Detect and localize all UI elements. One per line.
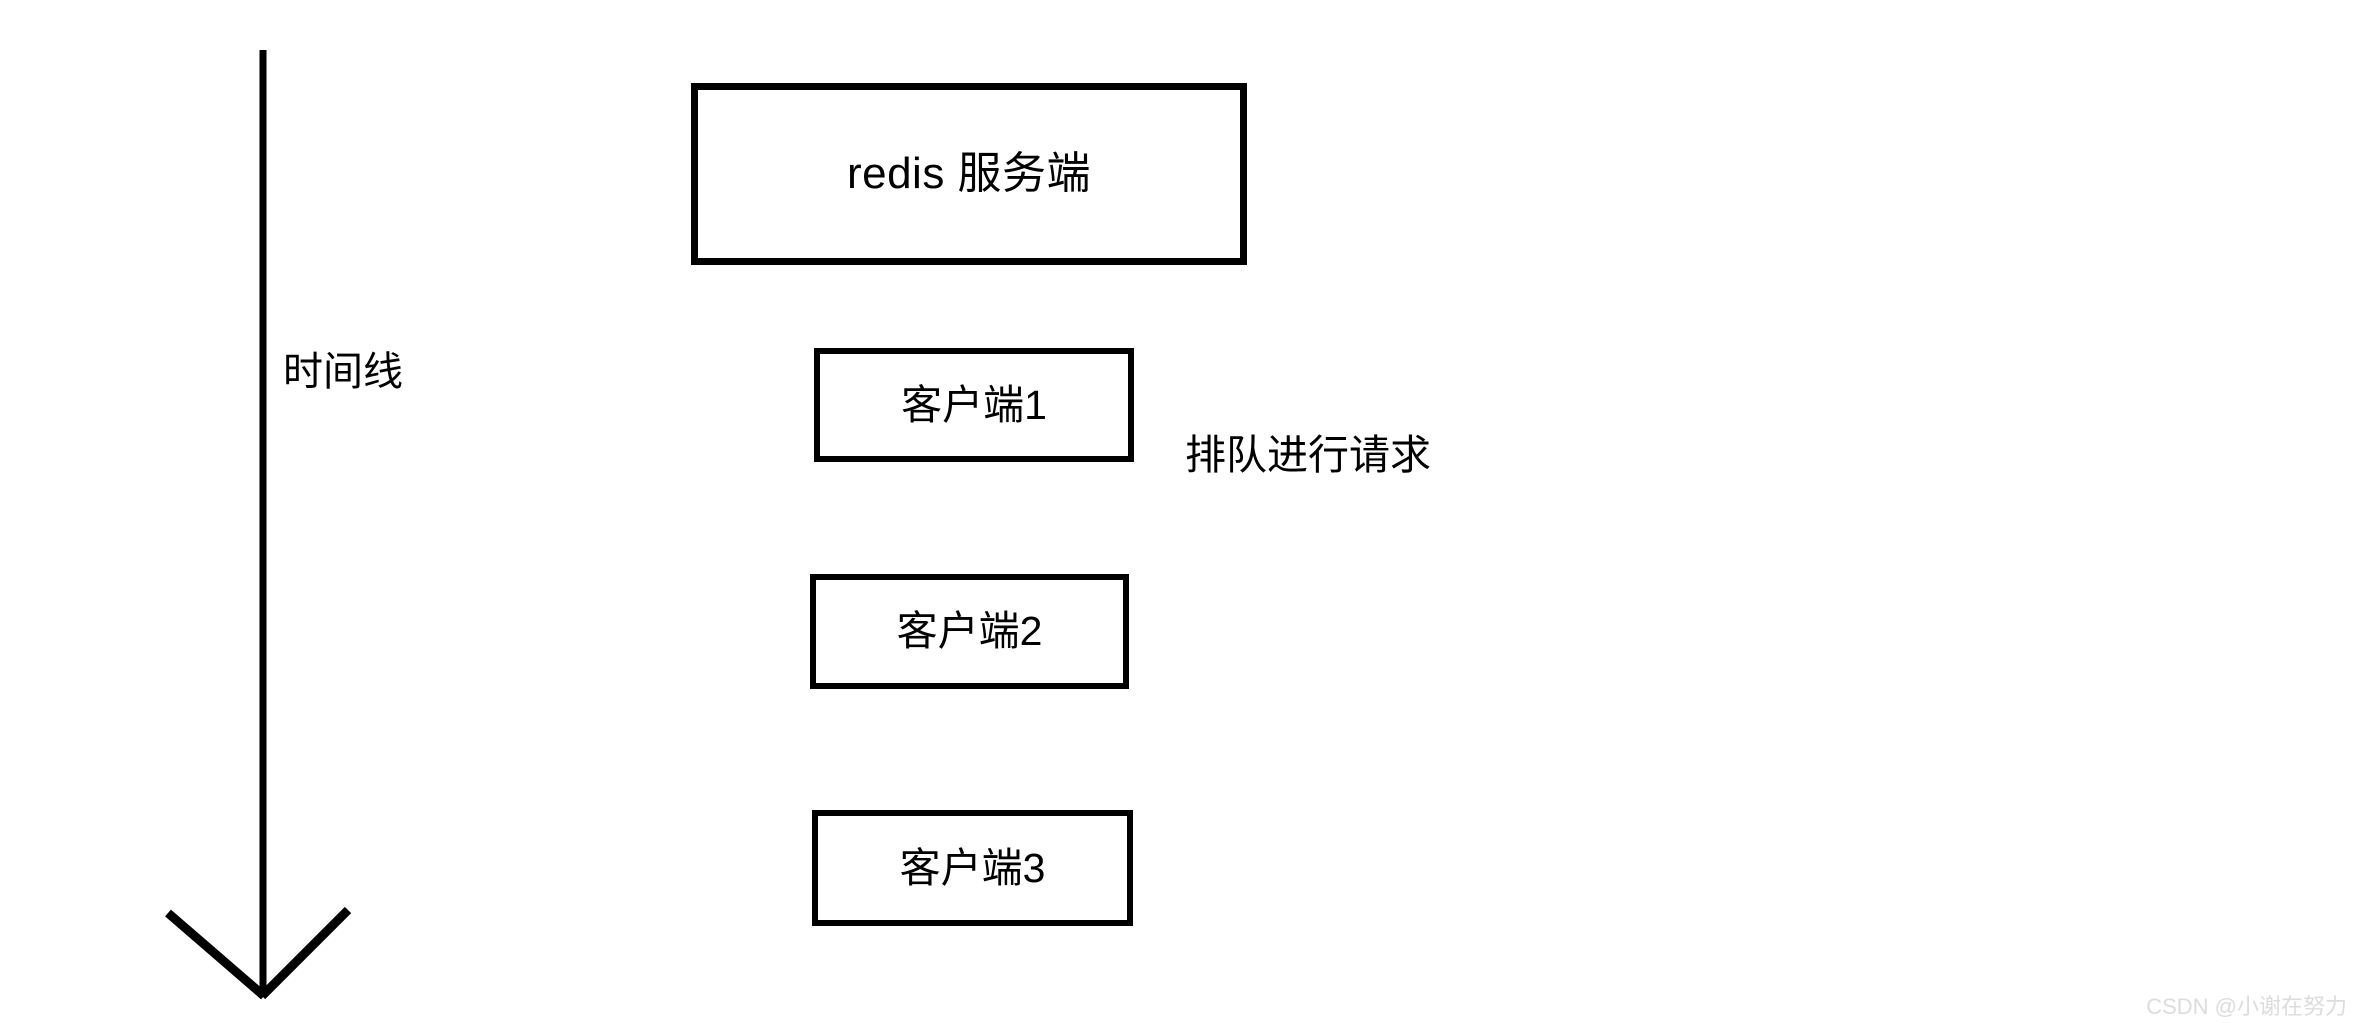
- timeline-group: 时间线: [0, 0, 520, 1026]
- timeline-arrow-icon: [165, 50, 352, 1000]
- node-client-1-label: 客户端1: [901, 381, 1047, 428]
- node-client-3-label: 客户端3: [899, 844, 1046, 891]
- timeline-label: 时间线: [283, 350, 403, 394]
- node-client-2-label: 客户端2: [896, 608, 1043, 654]
- node-client-1[interactable]: 客户端1: [814, 348, 1134, 462]
- node-redis-server-label: redis 服务端: [846, 149, 1092, 198]
- node-client-2[interactable]: 客户端2: [810, 574, 1129, 689]
- node-redis-server[interactable]: redis 服务端: [691, 83, 1247, 265]
- node-client-3[interactable]: 客户端3: [812, 810, 1133, 926]
- watermark: CSDN @小谢在努力: [2146, 994, 2347, 1019]
- annotation-queue-note: 排队进行请求: [1185, 432, 1431, 478]
